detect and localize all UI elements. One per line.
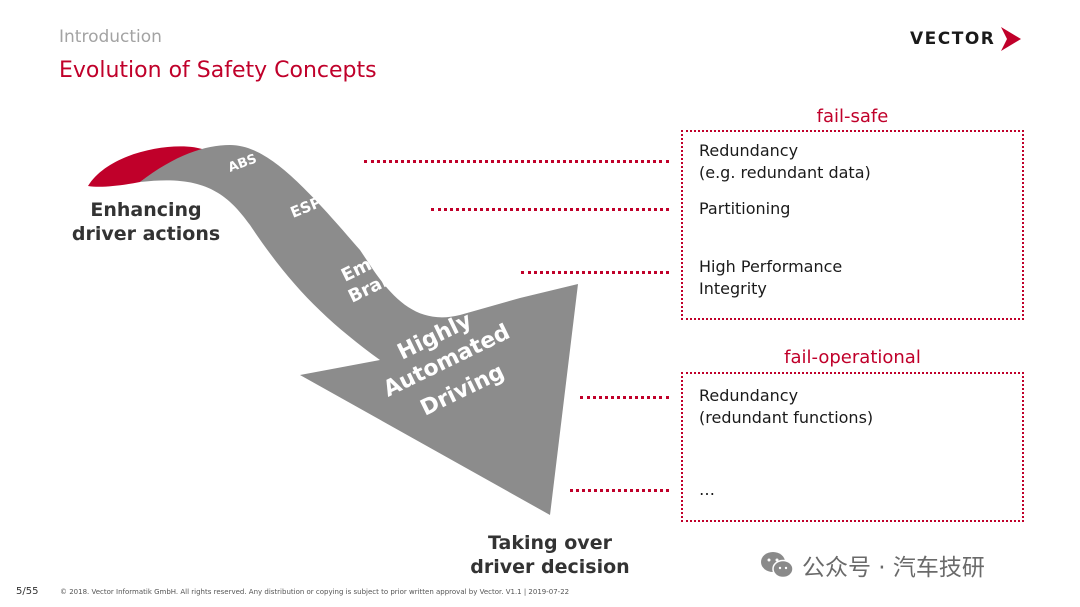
fail-safe-item-partitioning: Partitioning	[699, 199, 791, 218]
fail-operational-heading: fail-operational	[784, 347, 921, 368]
section-label: Introduction	[59, 27, 162, 47]
caption-enhancing: Enhancing driver actions	[71, 199, 221, 245]
leader-line	[431, 208, 669, 211]
watermark: 公众号 · 汽车技研	[760, 548, 985, 582]
leader-line	[364, 160, 669, 163]
fail-operational-panel	[681, 372, 1024, 522]
copyright-text: © 2018. Vector Informatik GmbH. All righ…	[60, 588, 570, 596]
fail-safe-panel	[681, 130, 1024, 320]
fail-safe-item-integrity: High Performance Integrity	[699, 257, 843, 298]
chevron-right-icon	[1001, 27, 1022, 51]
fail-safe-heading: fail-safe	[816, 106, 889, 127]
leader-line	[521, 271, 669, 274]
page-number: 5/55	[16, 586, 39, 597]
arrow-body	[140, 145, 578, 515]
watermark-text: 公众号 · 汽车技研	[802, 555, 985, 581]
caption-taking-over: Taking over driver decision	[470, 532, 630, 578]
wechat-icon	[761, 552, 794, 579]
arrow-start-cap	[88, 146, 205, 187]
vector-logo: VECTOR	[910, 26, 1022, 52]
slide-title: Evolution of Safety Concepts	[59, 58, 377, 83]
logo-text: VECTOR	[910, 29, 996, 49]
fail-operational-item-ellipsis: …	[699, 480, 715, 499]
fail-operational-item-redundancy: Redundancy (redundant functions)	[699, 386, 874, 427]
fail-safe-item-redundancy: Redundancy (e.g. redundant data)	[699, 141, 871, 182]
leader-line	[570, 489, 669, 492]
leader-line	[580, 396, 669, 399]
